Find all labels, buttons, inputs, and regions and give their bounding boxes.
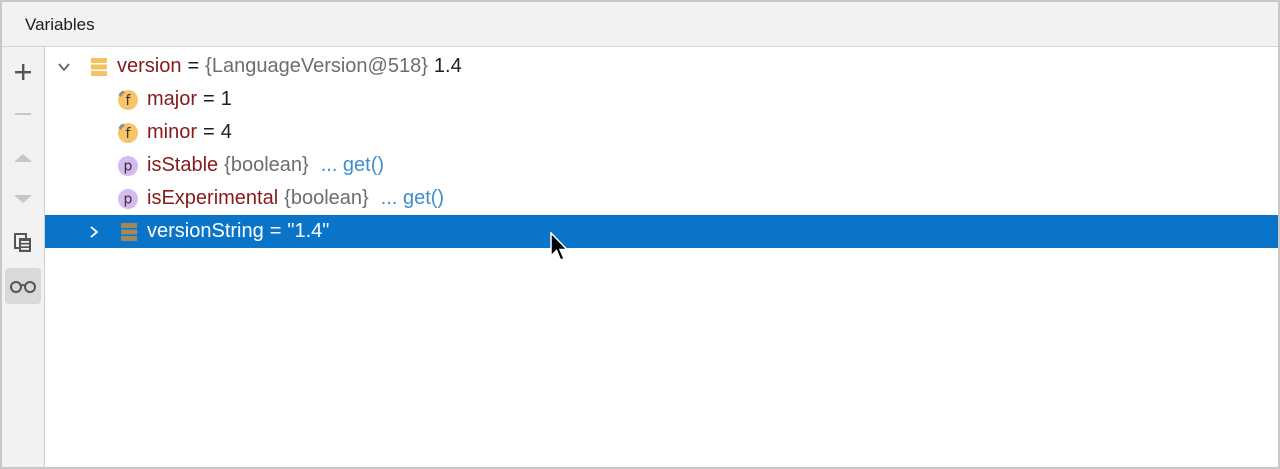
property-icon: p <box>117 188 139 210</box>
variable-name: major <box>147 88 198 110</box>
equals-sign: = <box>203 88 215 110</box>
variable-name: versionString <box>147 220 264 242</box>
debugger-toolbar <box>2 47 45 467</box>
getter-link[interactable]: ... get() <box>320 154 385 176</box>
triangle-down-icon <box>14 195 32 203</box>
move-up-button[interactable] <box>5 139 41 175</box>
svg-text:f: f <box>126 126 132 142</box>
copy-icon <box>14 233 31 252</box>
tree-row-isexperimental[interactable]: p isExperimental{boolean} ... get() <box>45 182 1278 215</box>
plus-icon <box>15 64 31 80</box>
variable-name: isStable <box>147 154 219 176</box>
variable-type: {boolean} <box>284 187 369 209</box>
tree-row-version[interactable]: version={LanguageVersion@518}1.4 <box>45 50 1278 83</box>
panel-header: Variables <box>2 2 1278 47</box>
move-down-button[interactable] <box>5 181 41 217</box>
svg-text:p: p <box>124 192 133 208</box>
add-button[interactable] <box>5 54 41 90</box>
svg-text:f: f <box>126 93 132 109</box>
copy-button[interactable] <box>5 224 41 260</box>
glasses-icon <box>10 281 36 293</box>
triangle-up-icon <box>14 154 32 162</box>
mouse-cursor-icon <box>550 232 569 261</box>
variable-name: isExperimental <box>147 187 279 209</box>
variables-tree: version={LanguageVersion@518}1.4 f major… <box>45 47 1278 467</box>
variable-name: minor <box>147 121 198 143</box>
variable-value: 4 <box>220 121 232 143</box>
chevron-right-icon[interactable] <box>84 215 104 248</box>
variable-value: 1.4 <box>433 55 462 77</box>
chevron-down-icon[interactable] <box>54 50 74 83</box>
variable-name: version <box>117 55 182 77</box>
equals-sign: = <box>203 121 215 143</box>
equals-sign: = <box>269 220 282 242</box>
object-icon <box>118 221 140 243</box>
panel-title: Variables <box>25 15 95 34</box>
tree-row-major[interactable]: f major=1 <box>45 83 1278 116</box>
minus-icon <box>15 113 31 115</box>
field-icon: f <box>117 89 139 111</box>
tree-row-isstable[interactable]: p isStable{boolean} ... get() <box>45 149 1278 182</box>
variable-value: "1.4" <box>287 220 330 242</box>
object-icon <box>88 56 110 78</box>
getter-link[interactable]: ... get() <box>380 187 445 209</box>
property-icon: p <box>117 155 139 177</box>
tree-row-minor[interactable]: f minor=4 <box>45 116 1278 149</box>
remove-button[interactable] <box>5 96 41 132</box>
variable-type: {LanguageVersion@518} <box>205 55 428 77</box>
variable-type: {boolean} <box>224 154 309 176</box>
equals-sign: = <box>187 55 200 77</box>
watches-toggle-button[interactable] <box>5 268 41 304</box>
variable-value: 1 <box>220 88 232 110</box>
field-icon: f <box>117 122 139 144</box>
tree-row-versionstring[interactable]: versionString="1.4" <box>45 215 1278 248</box>
svg-text:p: p <box>124 159 133 175</box>
